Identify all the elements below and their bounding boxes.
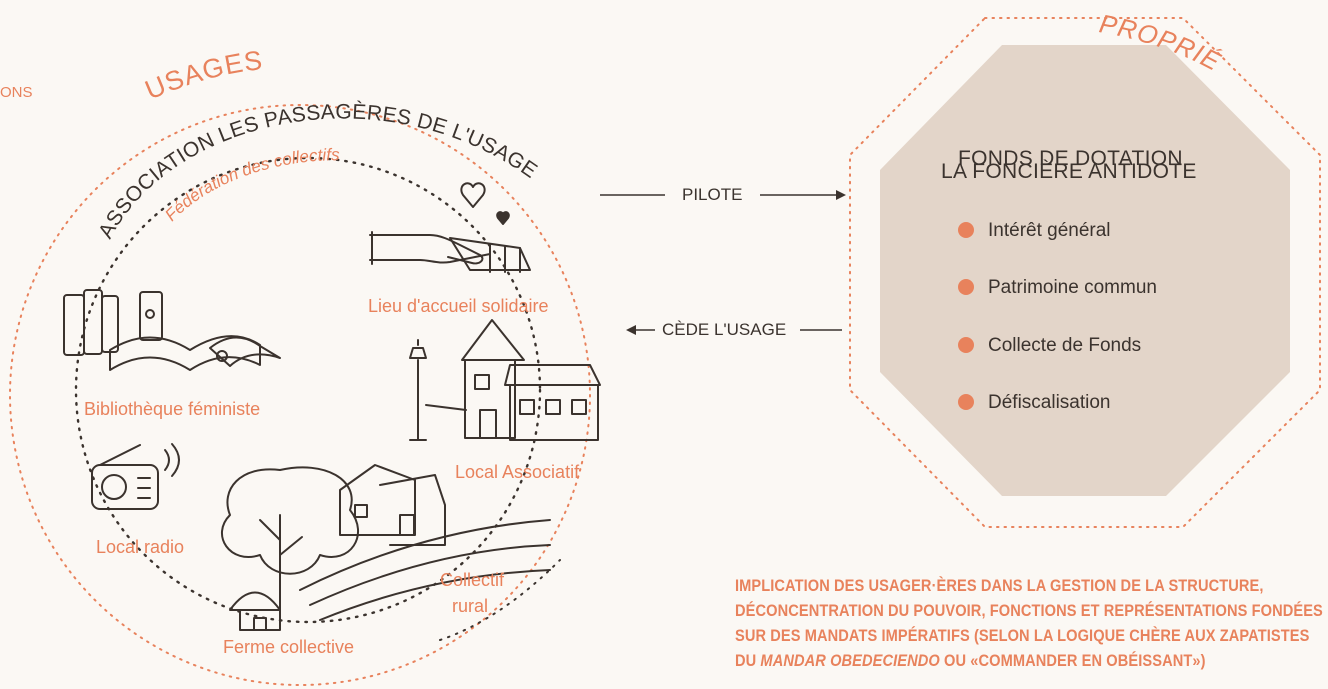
place-label-rural: rural <box>452 596 489 616</box>
caption-block: IMPLICATION DES USAGER·ÈRES DANS LA GEST… <box>735 573 1323 673</box>
rural-fields-icon <box>299 464 551 621</box>
place-label-accueil: Lieu d'accueil solidaire <box>368 296 549 316</box>
legend-item-defiscalisation: Défiscalisation <box>958 392 1111 414</box>
bullet-dot-icon <box>958 337 974 353</box>
cede-usage-arrow <box>626 325 842 335</box>
pilote-arrow <box>600 190 846 200</box>
bullet-dot-icon <box>958 222 974 238</box>
pilote-label: PILOTE <box>682 185 743 204</box>
cut-off-text: ONS <box>0 84 33 101</box>
legend-item-collecte: Collecte de Fonds <box>958 335 1141 357</box>
farm-tree-icon <box>220 466 360 631</box>
bullet-dot-icon <box>958 279 974 295</box>
usages-title: USAGES <box>141 45 265 105</box>
caption-line-1: IMPLICATION DES USAGER·ÈRES DANS LA GEST… <box>735 576 1264 595</box>
fund-title-line1: FONDS DE DOTATION <box>958 147 1183 170</box>
propriete-outer-octagon <box>849 17 1321 528</box>
association-title: ASSOCIATION LES PASSAGÈRES DE L'USAGE <box>94 100 541 242</box>
books-icon <box>63 289 281 371</box>
caption-line-4: DU MANDAR OBEDECIENDO OU «COMMANDER EN O… <box>735 651 1206 670</box>
radio-icon <box>91 443 180 510</box>
bullet-dot-icon <box>958 394 974 410</box>
place-label-collectif: Collectif <box>440 570 505 590</box>
place-label-local-associatif: Local Associatif <box>455 462 580 482</box>
caption-line-3: SUR DES MANDATS IMPÉRATIFS (SELON LA LOG… <box>735 626 1310 645</box>
usages-outer-circle <box>9 104 591 686</box>
legend-item-patrimoine: Patrimoine commun <box>958 277 1157 299</box>
hands-heart-icon <box>369 182 531 273</box>
cede-usage-label: CÈDE L'USAGE <box>662 320 787 339</box>
place-label-ferme: Ferme collective <box>223 637 355 657</box>
propriete-octagon <box>880 45 1290 496</box>
caption-line-2: DÉCONCENTRATION DU POUVOIR, FONCTIONS ET… <box>735 601 1323 620</box>
place-label-bibliotheque: Bibliothèque féministe <box>84 399 261 419</box>
legend-item-interet: Intérêt général <box>958 220 1111 242</box>
usages-link-dots <box>439 559 561 641</box>
place-label-local-radio: Local radio <box>96 537 185 557</box>
house-lamp-icon <box>409 319 601 441</box>
fund-title-line2-text: LA FONCIÈRE ANTIDOTE <box>941 160 1197 183</box>
usages-inner-circle <box>74 156 542 624</box>
